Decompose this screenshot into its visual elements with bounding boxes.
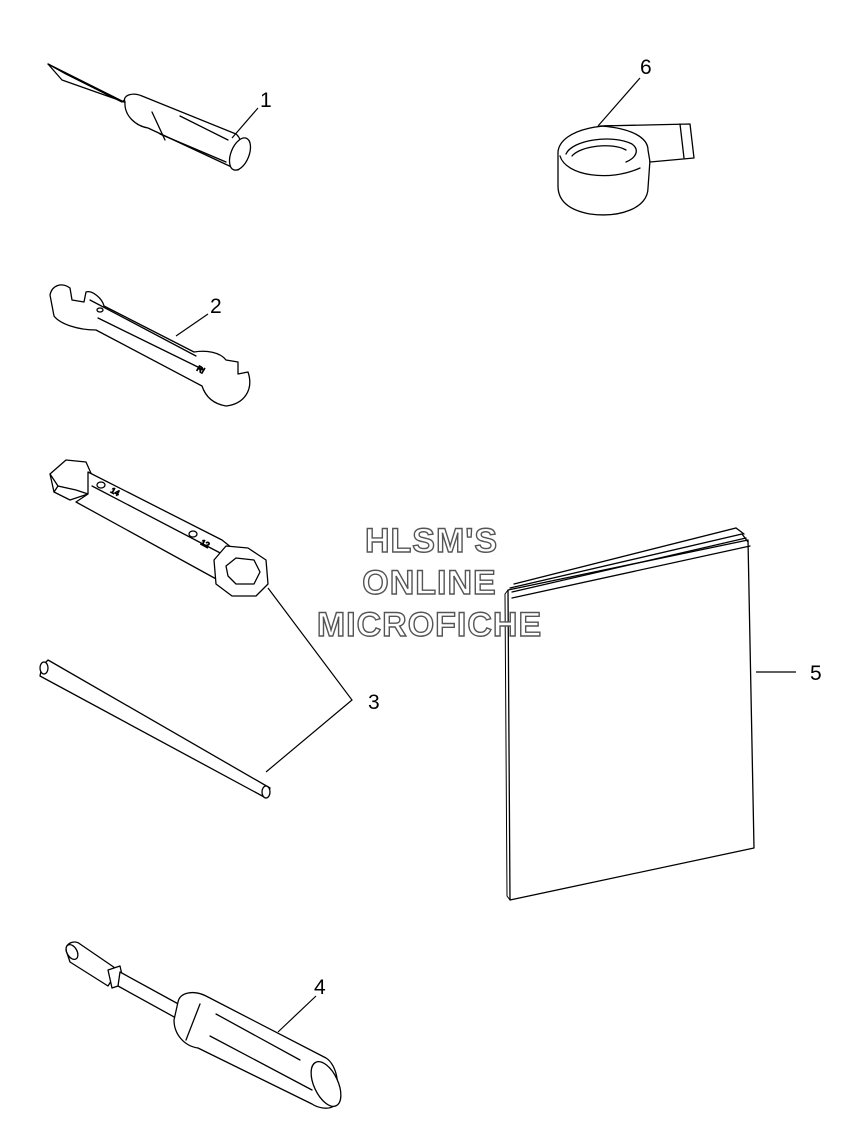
callout-5: 5 bbox=[810, 662, 822, 685]
part-1-leader bbox=[231, 107, 259, 139]
callout-6: 6 bbox=[640, 56, 652, 79]
watermark-line-1: HLSM'S bbox=[364, 522, 499, 560]
part-3-tommy-bar[interactable] bbox=[39, 659, 271, 799]
part-6-tape-roll[interactable] bbox=[557, 123, 695, 216]
part-2-wrench[interactable]: Ri bbox=[49, 284, 251, 407]
part-1-screwdriver[interactable] bbox=[47, 63, 255, 173]
part-3-box-wrench[interactable]: 14 12 bbox=[49, 459, 269, 597]
watermark-line-2: ONLINE bbox=[362, 564, 497, 602]
callout-3: 3 bbox=[368, 691, 380, 714]
part-4-leader bbox=[277, 995, 317, 1033]
part-3-leader bbox=[265, 587, 353, 773]
part-5-manual[interactable] bbox=[504, 527, 755, 901]
callout-1: 1 bbox=[260, 89, 272, 112]
part-2-leader bbox=[175, 313, 209, 337]
part-6-leader bbox=[597, 77, 641, 127]
callout-4: 4 bbox=[314, 976, 326, 999]
callout-2: 2 bbox=[210, 295, 222, 318]
part-4-screwdriver[interactable] bbox=[64, 941, 347, 1111]
watermark-line-3: MICROFICHE bbox=[316, 606, 543, 644]
